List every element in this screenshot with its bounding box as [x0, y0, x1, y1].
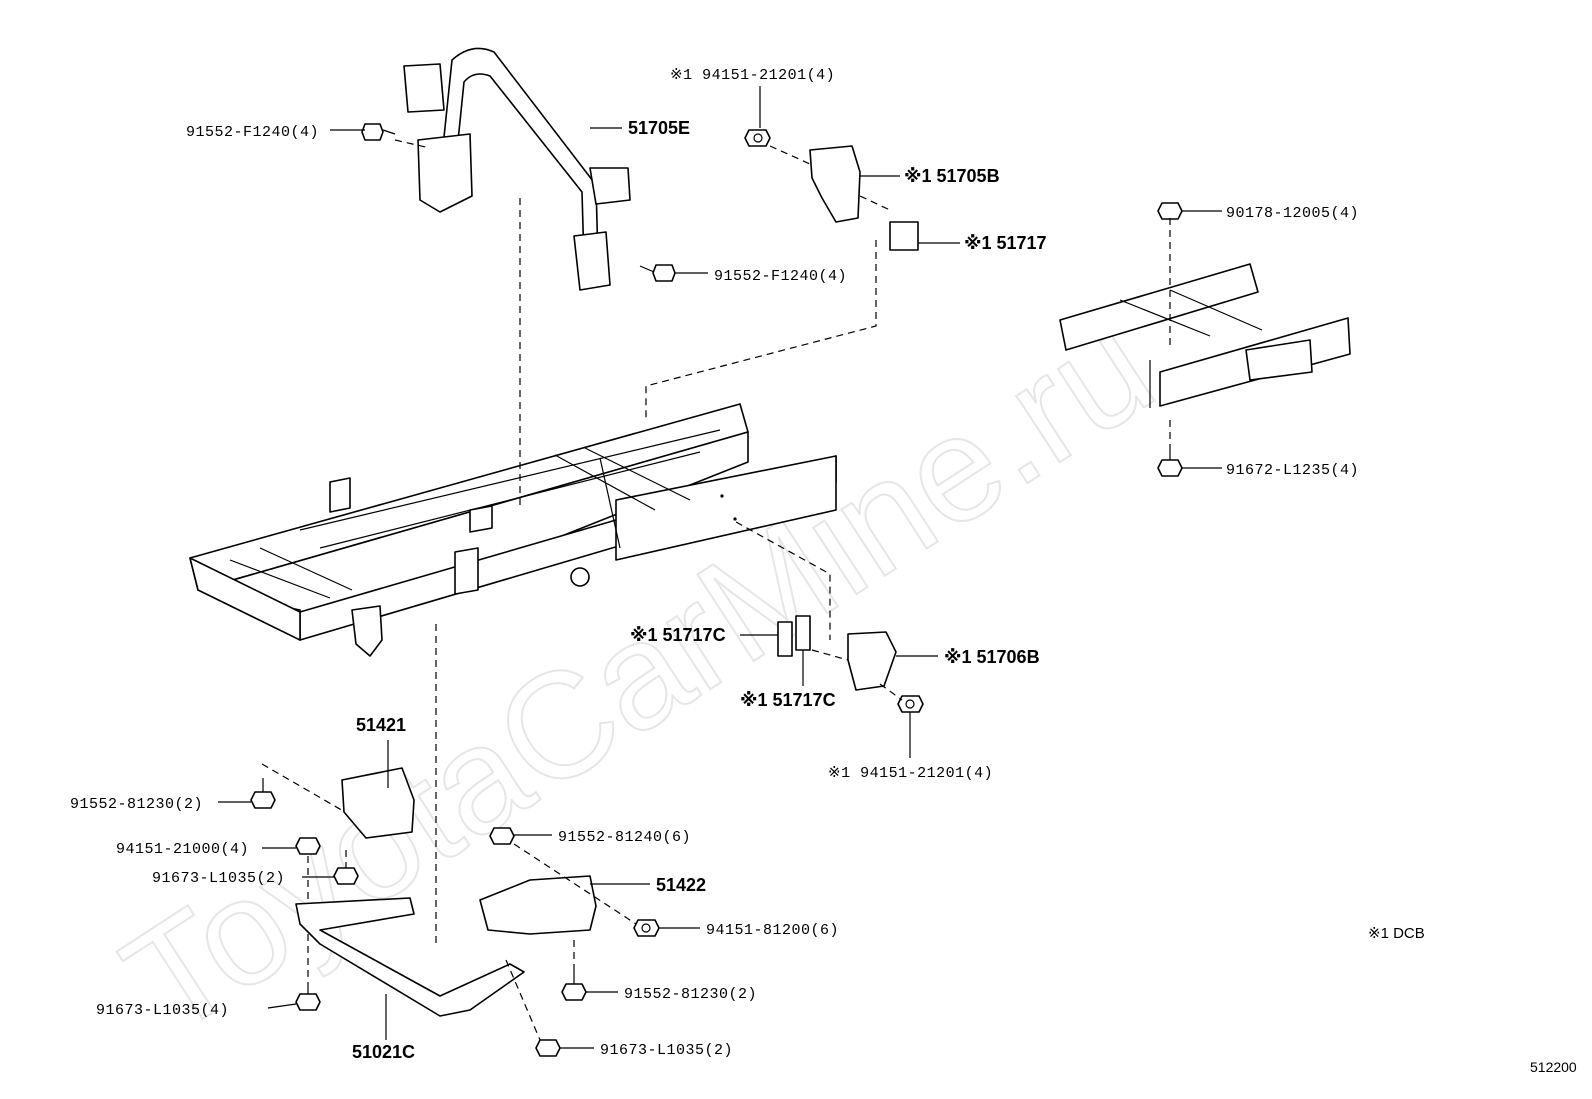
bolt-icon — [561, 970, 587, 1001]
label-91552-F1240-top: 91552-F1240(4) — [186, 124, 319, 141]
footnote-dcb: ※1 DCB — [1368, 925, 1425, 942]
label-91673-L1035-2a: 91673-L1035(2) — [152, 870, 285, 887]
label-51706B: ※1 51706B — [944, 647, 1040, 667]
label-94151-21201-bot: ※1 94151-21201(4) — [828, 765, 993, 782]
label-94151-21201-top: ※1 94151-21201(4) — [670, 67, 835, 84]
watermark-text: ToyotaCarMine.ru — [96, 281, 1180, 1067]
label-91552-81230-left: 91552-81230(2) — [70, 796, 203, 813]
mount-51421 — [341, 767, 415, 839]
alignment-lines — [261, 139, 1171, 1041]
label-91552-81240: 91552-81240(6) — [558, 829, 691, 846]
bolt-icon — [361, 123, 396, 141]
leader-lines — [218, 86, 1222, 1049]
bolt-icon — [1157, 448, 1183, 477]
label-91673-L1035-2b: 91673-L1035(2) — [600, 1042, 733, 1059]
nut-icon — [744, 129, 771, 147]
nut-icon — [633, 919, 660, 937]
bolt-icon — [1157, 202, 1183, 220]
bracket-51706B — [847, 631, 897, 691]
label-51717C-b: ※1 51717C — [740, 690, 836, 710]
bolt-icon — [250, 778, 276, 809]
label-90178-12005: 90178-12005(4) — [1226, 205, 1359, 222]
label-51705B: ※1 51705B — [904, 166, 1000, 186]
label-91672-L1235: 91672-L1235(4) — [1226, 462, 1359, 479]
bracket-51705B — [809, 145, 861, 223]
label-91552-81230-bot: 91552-81230(2) — [624, 986, 757, 1003]
clip-51717C — [795, 615, 811, 651]
roll-bar-51705E — [403, 47, 631, 291]
bolt-icon — [295, 982, 321, 1011]
label-51717C-a: ※1 51717C — [630, 625, 726, 645]
nut-icon — [295, 837, 321, 855]
inset-frame — [1059, 263, 1351, 408]
diagram-code: 512200 — [1530, 1059, 1577, 1075]
label-51421: 51421 — [356, 715, 406, 735]
label-51021C: 51021C — [352, 1042, 415, 1062]
label-51422: 51422 — [656, 875, 706, 895]
bolt-icon — [333, 867, 359, 885]
label-94151-21000: 94151-21000(4) — [116, 841, 249, 858]
mount-51422 — [479, 875, 597, 935]
label-91673-L1035-4: 91673-L1035(4) — [96, 1002, 229, 1019]
label-94151-81200: 94151-81200(6) — [706, 922, 839, 939]
label-51717: ※1 51717 — [964, 233, 1047, 253]
clip-51717C — [777, 621, 793, 657]
label-51705E: 51705E — [628, 118, 690, 138]
bolt-icon — [535, 1039, 561, 1057]
crossmember-51021C — [295, 897, 525, 1017]
label-91552-F1240-mid: 91552-F1240(4) — [714, 268, 847, 285]
bolt-icon — [489, 827, 515, 845]
vehicle-frame — [189, 403, 837, 657]
clip-51717 — [889, 221, 919, 251]
bolt-icon — [639, 264, 676, 282]
nut-icon — [897, 695, 924, 713]
